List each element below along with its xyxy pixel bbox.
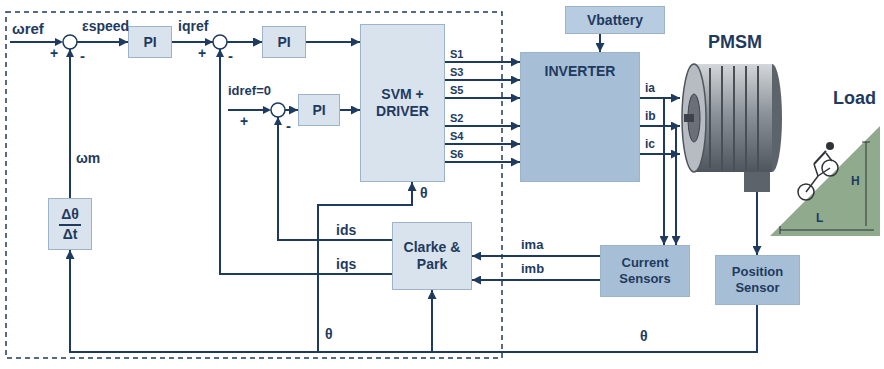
node-text: Δt	[63, 226, 78, 243]
signal-wire	[640, 126, 676, 245]
signal-wire	[318, 182, 757, 352]
signal-wire	[445, 61, 520, 63]
signal-wire	[640, 98, 664, 245]
signal-label: S6	[449, 148, 464, 160]
signal-wire	[432, 290, 757, 352]
node-text: PI	[143, 34, 156, 51]
svm-driver-box: SVM + DRIVER	[360, 24, 445, 182]
signal-name: εspeed	[82, 18, 129, 34]
signal-wire	[445, 97, 520, 99]
sign-mark: +	[50, 45, 58, 61]
signal-wire	[445, 79, 520, 81]
arrow-head	[274, 117, 282, 125]
signal-name: iqs	[336, 256, 356, 272]
motor-illustration	[682, 64, 782, 192]
battery-box: Vbattery	[565, 6, 665, 34]
signal-label: imb	[520, 262, 545, 276]
transform-box: Clarke & Park	[392, 222, 472, 290]
signal-wire	[756, 192, 758, 255]
controller-boundary	[6, 12, 502, 358]
node-text: Clarke & Park	[399, 239, 465, 273]
pi-controller: PI	[262, 26, 306, 58]
arrow-head	[216, 49, 224, 57]
node-text: Load	[833, 88, 876, 110]
signal-name: iqref	[178, 18, 208, 34]
pi-controller: PI	[128, 26, 172, 58]
summing-junction	[271, 103, 285, 117]
pi-controller: PI	[298, 94, 340, 126]
signal-label: S1	[449, 48, 464, 60]
node-text: Vbattery	[587, 12, 643, 29]
signal-wire	[445, 125, 520, 127]
signal-label: ia	[644, 82, 656, 95]
signal-label: ic	[644, 138, 656, 151]
arrow-head	[263, 106, 271, 114]
signal-label: S2	[449, 112, 464, 124]
node-text: INVERTER	[545, 63, 616, 80]
summing-junction	[213, 35, 227, 49]
node-text: SVM + DRIVER	[373, 86, 433, 120]
node-text: Position Sensor	[722, 264, 793, 295]
sensor-box: Position Sensor	[715, 255, 800, 305]
derivative-box: ΔθΔt	[48, 198, 92, 250]
reference-wire	[228, 109, 264, 111]
dimension-label: H	[851, 175, 860, 189]
arrow-head	[55, 38, 63, 46]
sign-mark: +	[198, 45, 206, 61]
inverter-box: INVERTER	[520, 52, 640, 182]
sign-mark: +	[240, 113, 248, 129]
signal-name: θ	[640, 328, 648, 344]
arrow-head	[205, 38, 213, 46]
signal-wire	[306, 41, 360, 43]
node-text: Δθ	[59, 206, 81, 226]
summing-junction	[63, 35, 77, 49]
signal-wire	[472, 279, 600, 281]
reference-wire	[10, 41, 56, 43]
signal-wire	[599, 34, 601, 52]
node-text: PMSM	[708, 32, 762, 54]
signal-label: S5	[449, 84, 464, 96]
dimension-label: L	[816, 212, 823, 226]
signal-label: S3	[449, 66, 464, 78]
signal-name: θ	[325, 326, 333, 342]
sensor-box: Current Sensors	[600, 245, 690, 297]
arrow-head	[66, 49, 74, 57]
node-text: PI	[277, 34, 290, 51]
signal-wire	[70, 42, 128, 198]
signal-name: ids	[336, 222, 356, 238]
signal-label: ima	[520, 238, 544, 252]
load-illustration	[770, 126, 880, 236]
signal-label: ib	[644, 110, 657, 123]
sign-mark: -	[286, 117, 291, 134]
motor-node: PMSM	[680, 32, 790, 192]
signal-label: S4	[449, 130, 464, 142]
signal-name: idref=0	[228, 84, 271, 99]
node-text: Current Sensors	[607, 255, 683, 286]
signal-wire	[445, 143, 520, 145]
signal-wire	[640, 153, 680, 155]
signal-name: ωm	[76, 150, 100, 166]
node-text: PI	[312, 102, 325, 119]
load-node: Load	[770, 88, 880, 238]
signal-name: ωref	[12, 20, 44, 37]
signal-wire	[340, 109, 360, 111]
signal-wire	[472, 255, 600, 257]
sign-mark: -	[80, 47, 85, 64]
signal-wire	[445, 161, 520, 163]
sign-mark: -	[228, 47, 233, 64]
signal-name: θ	[420, 185, 428, 201]
